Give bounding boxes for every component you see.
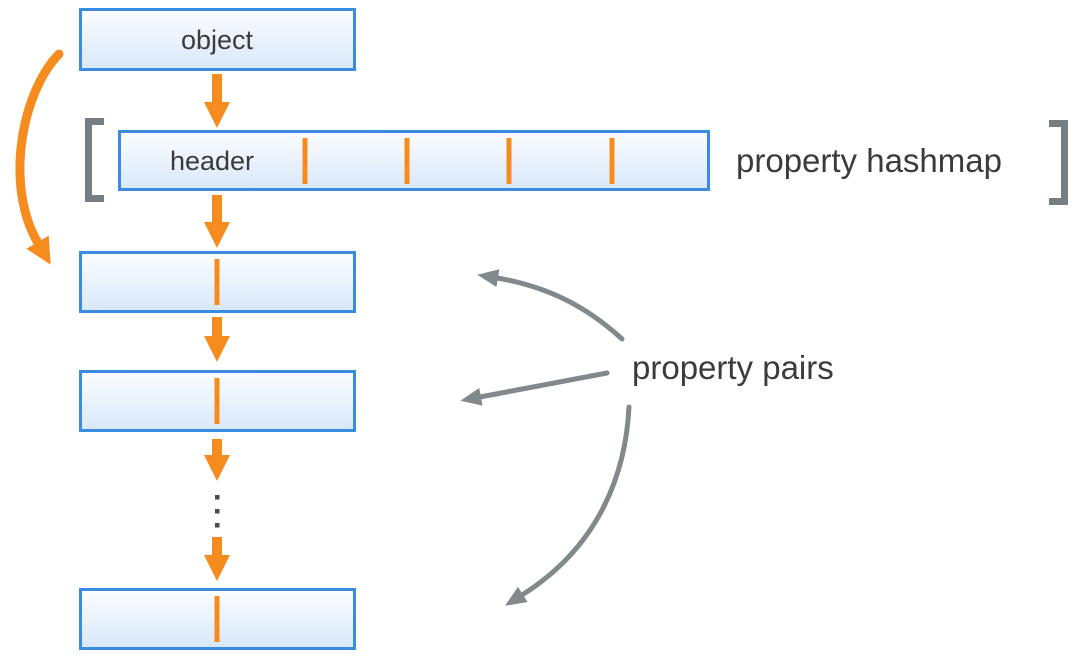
pair-box-2 [79, 370, 356, 432]
object-label: object [181, 25, 254, 55]
ellipsis-dot [215, 495, 220, 500]
pair-box-1 [79, 251, 356, 313]
gray-arrow-to-pair-3 [505, 404, 632, 606]
ellipsis-dot [215, 523, 220, 528]
pair-box-3 [79, 588, 356, 650]
gray-arrow-to-pair-2 [460, 370, 610, 406]
object-box: object [79, 8, 356, 71]
object-box-rect [79, 8, 356, 71]
header-box: header [118, 130, 710, 191]
ellipsis-dots [215, 495, 220, 528]
gray-arrow-to-pair-1 [477, 269, 625, 342]
ellipsis-dot [215, 509, 220, 514]
curved-arrow-object-to-pairs [15, 49, 64, 265]
right-bracket [1049, 120, 1068, 205]
left-bracket [85, 118, 104, 202]
property-hashmap-label: property hashmap [736, 142, 1002, 179]
header-label: header [170, 146, 254, 176]
property-pairs-label: property pairs [632, 349, 834, 386]
